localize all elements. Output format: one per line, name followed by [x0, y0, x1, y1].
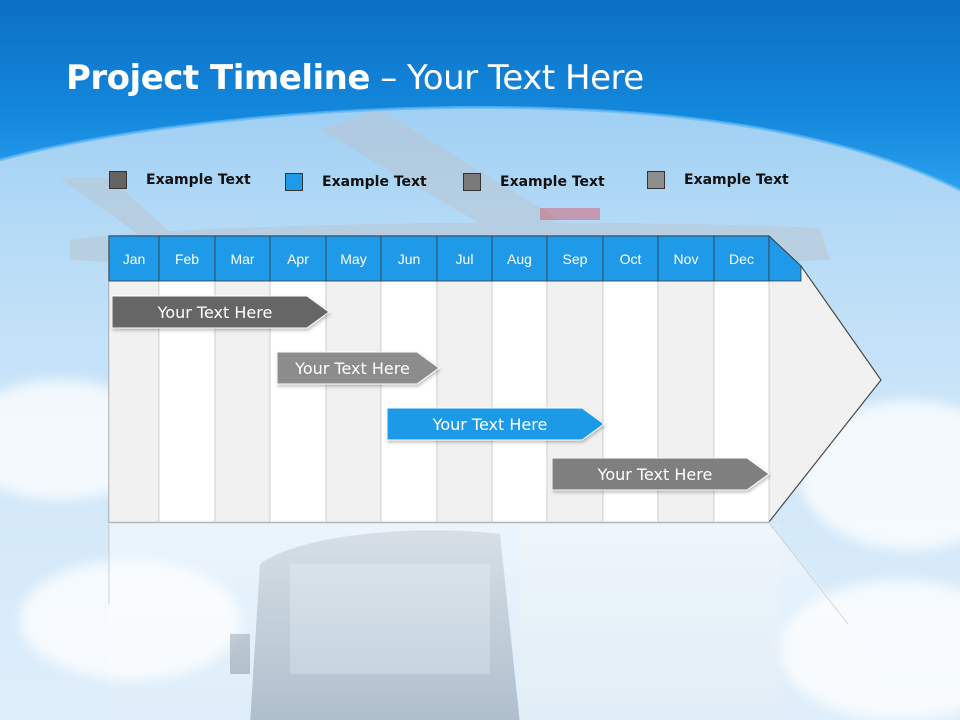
month-header-cell [491, 235, 548, 282]
month-column [380, 280, 438, 523]
month-label: Jun [398, 251, 421, 267]
month-header-cell [269, 235, 327, 282]
month-label: Oct [620, 251, 642, 267]
month-label: Sep [563, 251, 588, 267]
legend-label: Example Text [322, 174, 427, 190]
page-title: Project Timeline – Your Text Here [66, 58, 644, 98]
month-header-cell [546, 235, 604, 282]
task-bar-label: Your Text Here [294, 359, 410, 378]
month-header: Jan Feb Mar Apr May Jun Jul Aug Sep Oct Nov Dec [108, 235, 802, 282]
header-band [0, 0, 960, 192]
month-header-cap [768, 235, 802, 282]
month-label: Dec [729, 251, 754, 267]
month-label: May [340, 251, 366, 267]
month-label: Jul [456, 251, 474, 267]
month-label: Nov [674, 251, 699, 267]
title-bold: Project Timeline [66, 58, 370, 98]
month-header-cell [108, 235, 160, 282]
month-label: Aug [507, 251, 532, 267]
legend-label: Example Text [146, 172, 251, 188]
task-bar-label: Your Text Here [432, 415, 548, 434]
month-header-cell [380, 235, 438, 282]
task-bar-label: Your Text Here [157, 303, 273, 322]
month-column [491, 280, 548, 523]
legend-label: Example Text [684, 172, 789, 188]
title-rest: – Your Text Here [369, 58, 644, 98]
month-label: Feb [175, 251, 199, 267]
task-bar[interactable] [386, 407, 605, 441]
task-bar-label: Your Text Here [597, 465, 713, 484]
month-header-cell [214, 235, 271, 282]
month-label: Apr [287, 251, 309, 267]
month-header-cell [713, 235, 770, 282]
month-label: Mar [230, 251, 254, 267]
legend-swatch [285, 173, 303, 191]
month-column [325, 280, 382, 523]
legend-swatch [109, 171, 127, 189]
task-bar[interactable] [551, 457, 770, 491]
legend-item: Example Text [463, 172, 605, 192]
month-label: Jan [123, 251, 146, 267]
legend-item: Example Text [285, 172, 427, 192]
legend-label: Example Text [500, 174, 605, 190]
month-header-cell [436, 235, 493, 282]
task-bar[interactable] [276, 351, 440, 385]
legend-item: Example Text [647, 170, 789, 190]
month-header-cell [602, 235, 659, 282]
legend-swatch [647, 171, 665, 189]
legend-swatch [463, 173, 481, 191]
chart-reflection [108, 524, 884, 720]
task-bar[interactable] [111, 295, 330, 329]
legend-item: Example Text [109, 170, 251, 190]
month-column [436, 280, 493, 523]
